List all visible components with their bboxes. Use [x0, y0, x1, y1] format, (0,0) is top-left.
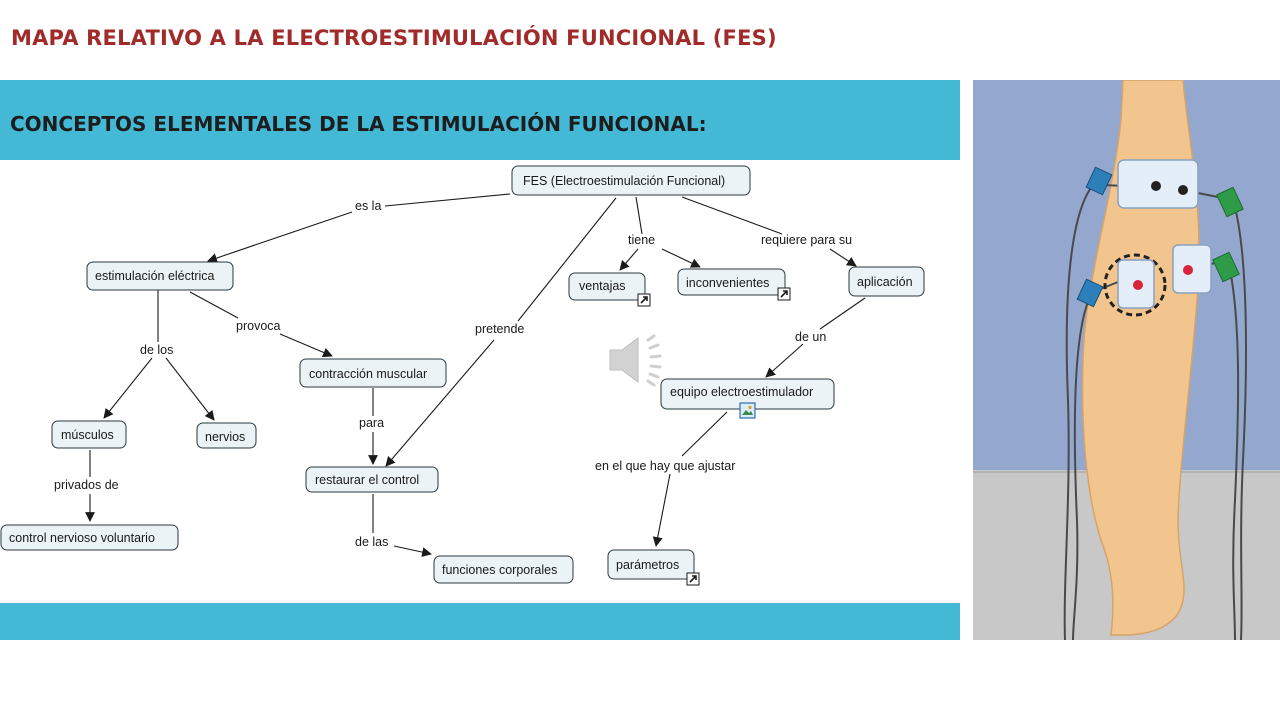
edge-delos-musculos: [103, 357, 153, 419]
concept-node-control-nervioso-voluntario[interactable]: control nervioso voluntario: [0, 524, 179, 551]
link-label-de-un: de un: [795, 330, 826, 344]
concept-node-aplicacion[interactable]: aplicación: [848, 266, 925, 297]
concept-node-label: FES (Electroestimulación Funcional): [523, 174, 725, 188]
link-label-para: para: [359, 416, 384, 430]
concept-node-parametros[interactable]: parámetros: [607, 549, 695, 580]
concept-node-label: restaurar el control: [315, 473, 419, 487]
link-label-es-la: es la: [355, 199, 381, 213]
edge-delas-funciones: [393, 545, 432, 557]
header-band: [0, 80, 960, 160]
concept-node-contraccion-muscular[interactable]: contracción muscular: [299, 358, 447, 388]
edge-fes-pretende: [517, 197, 617, 322]
concept-node-estimulacion-electrica[interactable]: estimulación eléctrica: [86, 261, 234, 291]
concept-node-fes[interactable]: FES (Electroestimulación Funcional): [511, 165, 751, 196]
edge-pretende-restaurar: [385, 339, 495, 467]
concept-node-label: equipo electroestimulador: [670, 385, 813, 399]
concept-node-musculos[interactable]: músculos: [51, 420, 127, 449]
edge-estimulacion-provoca: [189, 291, 239, 319]
concept-map: es la tiene requiere para su provoca pre…: [0, 165, 925, 586]
edge-fes-requiere: [681, 196, 783, 235]
link-label-ajustar: en el que hay que ajustar: [595, 459, 735, 473]
concept-node-funciones-corporales[interactable]: funciones corporales: [433, 555, 574, 584]
concept-node-equipo-electroestimulador[interactable]: equipo electroestimulador: [660, 378, 835, 410]
link-label-de-los: de los: [140, 343, 173, 357]
concept-node-label: control nervioso voluntario: [9, 531, 155, 545]
edge-fes-tiene: [635, 196, 643, 235]
edge-fes-esla: [384, 193, 511, 207]
edge-equipo-ajustar: [681, 411, 728, 457]
concept-node-ventajas[interactable]: ventajas: [568, 272, 646, 301]
concept-map-link-labels: es la tiene requiere para su provoca pre…: [54, 199, 852, 549]
edge-esla-estimulacion: [207, 211, 353, 263]
external-link-icon[interactable]: [777, 287, 791, 301]
link-label-requiere: requiere para su: [761, 233, 852, 247]
concept-node-label: aplicación: [857, 275, 913, 289]
concept-node-label: parámetros: [616, 558, 679, 572]
edge-tiene-ventajas: [619, 248, 639, 271]
edge-delos-nervios: [165, 357, 215, 421]
leg-electrodes-image: [973, 80, 1280, 640]
external-link-icon[interactable]: [686, 572, 700, 586]
concept-node-label: inconvenientes: [686, 276, 769, 290]
edge-tiene-inconvenientes: [661, 248, 701, 268]
link-label-tiene: tiene: [628, 233, 655, 247]
concept-node-label: estimulación eléctrica: [95, 269, 215, 283]
image-attachment-icon[interactable]: [739, 402, 756, 419]
link-label-de-las: de las: [355, 535, 388, 549]
concept-node-label: funciones corporales: [442, 563, 557, 577]
edge-aplicacion-deun: [819, 297, 866, 330]
edge-requiere-aplicacion: [829, 248, 857, 267]
link-label-pretende: pretende: [475, 322, 524, 336]
link-label-privados-de: privados de: [54, 478, 119, 492]
edge-deun-equipo: [765, 343, 804, 378]
concept-node-label: músculos: [61, 428, 114, 442]
concept-map-edges: [85, 193, 866, 557]
section-subtitle: CONCEPTOS ELEMENTALES DE LA ESTIMULACIÓN…: [10, 112, 707, 136]
page-title: MAPA RELATIVO A LA ELECTROESTIMULACIÓN F…: [11, 26, 777, 50]
footer-band: [0, 603, 960, 640]
concept-node-nervios[interactable]: nervios: [196, 422, 257, 449]
edge-ajustar-parametros: [652, 473, 671, 547]
link-label-provoca: provoca: [236, 319, 281, 333]
concept-node-label: ventajas: [579, 279, 626, 293]
concept-node-label: nervios: [205, 430, 245, 444]
external-link-icon[interactable]: [637, 293, 651, 307]
speaker-icon[interactable]: [609, 334, 662, 387]
edge-provoca-contraccion: [279, 333, 333, 358]
concept-node-inconvenientes[interactable]: inconvenientes: [677, 268, 786, 296]
concept-node-label: contracción muscular: [309, 367, 427, 381]
concept-node-restaurar-el-control[interactable]: restaurar el control: [305, 466, 439, 493]
